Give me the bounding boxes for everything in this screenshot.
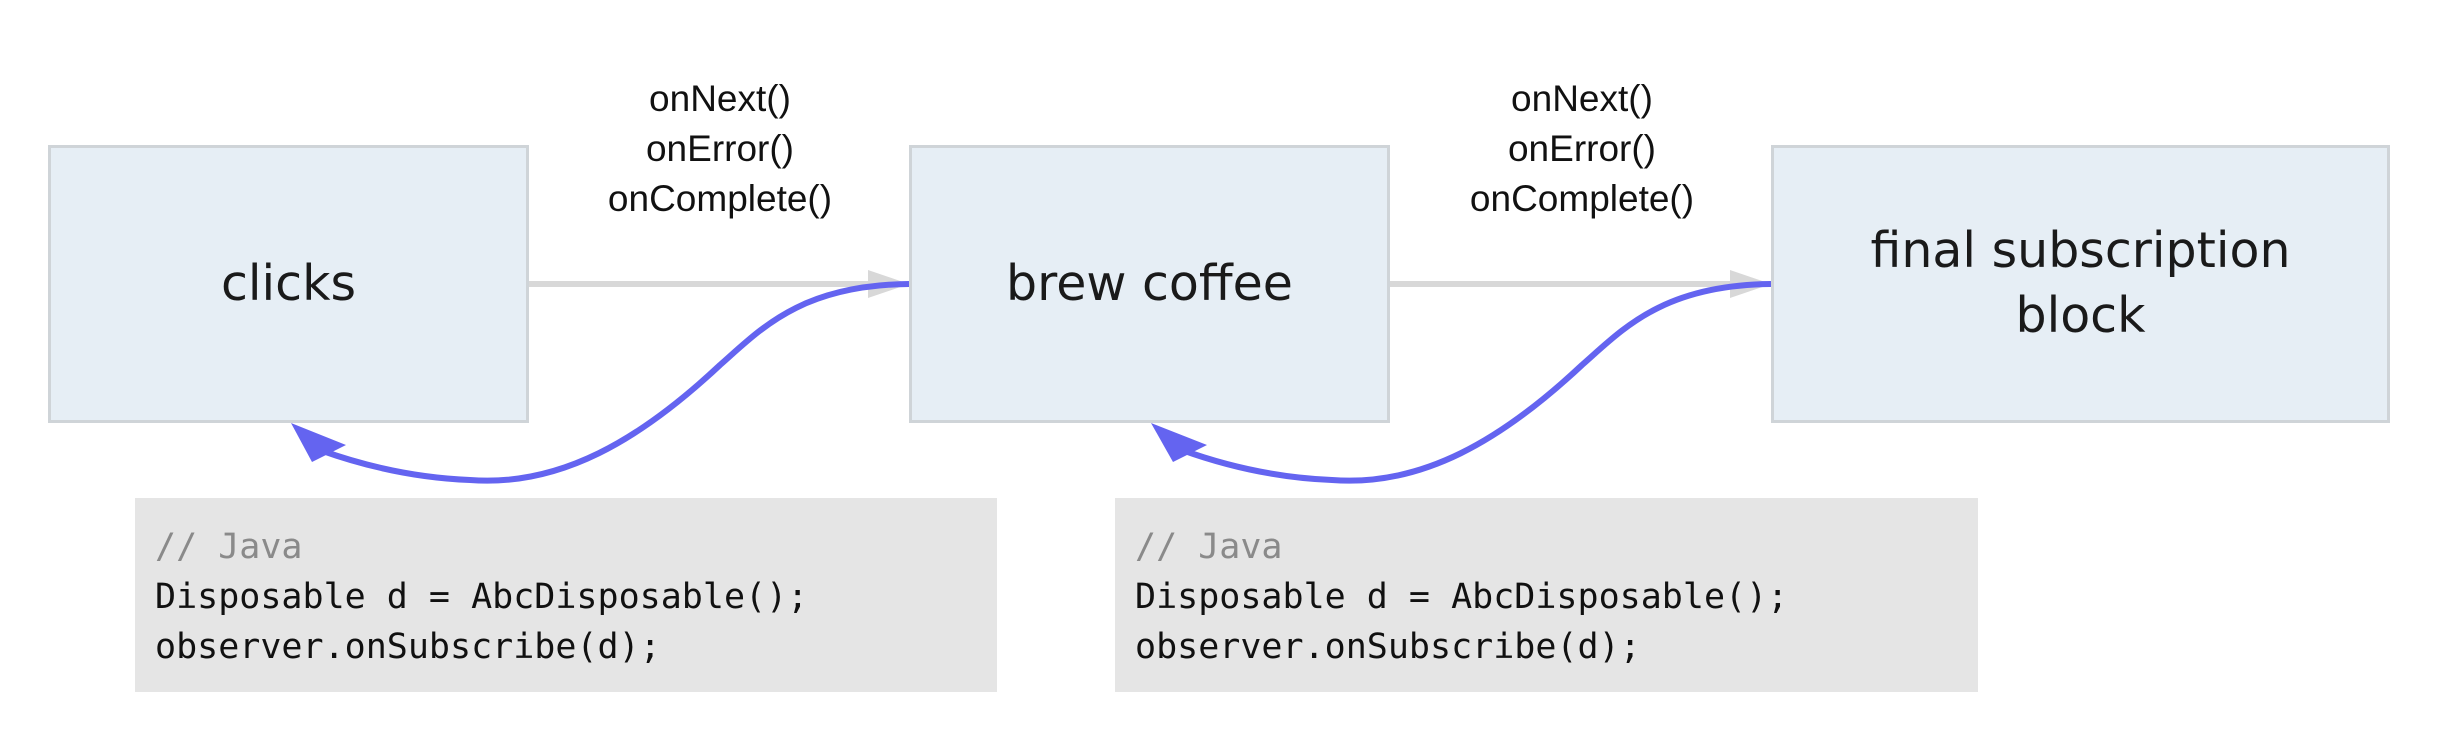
- subscribe-arrow-1: [291, 281, 910, 484]
- code-line: observer.onSubscribe(d);: [1135, 627, 1641, 667]
- on-error-label: onError(): [645, 128, 795, 169]
- events-label-2: onNext() onError() onComplete(): [1432, 74, 1732, 224]
- emission-arrow-1: [529, 270, 909, 298]
- code-line: Disposable d = AbcDisposable();: [155, 577, 809, 617]
- code-line: Disposable d = AbcDisposable();: [1135, 577, 1789, 617]
- subscribe-arrow-2: [1151, 281, 1772, 484]
- clicks-node: clicks: [48, 145, 529, 423]
- on-error-label: onError(): [1507, 128, 1657, 169]
- on-next-label: onNext(): [1511, 78, 1653, 119]
- brew-coffee-label: brew coffee: [1006, 254, 1293, 312]
- clicks-label: clicks: [220, 254, 356, 312]
- brew-coffee-node: brew coffee: [909, 145, 1390, 423]
- final-subscription-label: final subscription block: [1870, 222, 2291, 344]
- code-line: observer.onSubscribe(d);: [155, 627, 661, 667]
- final-subscription-node: final subscription block: [1771, 145, 2390, 423]
- code-comment: // Java: [1135, 527, 1283, 567]
- on-complete-label: onComplete(): [607, 178, 833, 219]
- on-complete-label: onComplete(): [1469, 178, 1695, 219]
- on-next-label: onNext(): [649, 78, 791, 119]
- code-comment: // Java: [155, 527, 303, 567]
- emission-arrow-2: [1390, 270, 1771, 298]
- events-label-1: onNext() onError() onComplete(): [570, 74, 870, 224]
